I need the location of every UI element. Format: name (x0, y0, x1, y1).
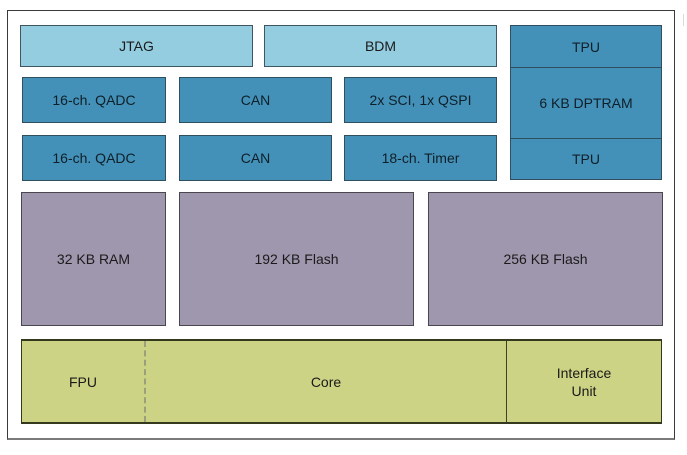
can-label-2: CAN (240, 150, 271, 166)
interface-label-line1: Interface (556, 364, 612, 381)
core-label: Core (310, 373, 342, 390)
interface-unit-block: Interface Unit (507, 341, 661, 422)
timer-label: 18-ch. Timer (381, 150, 460, 166)
can-label-1: CAN (240, 92, 271, 108)
qadc-block-1: 16-ch. QADC (22, 77, 166, 123)
dptram-block: 6 KB DPTRAM (511, 68, 661, 139)
can-block-2: CAN (179, 135, 332, 181)
flash-192-label: 192 KB Flash (254, 251, 339, 267)
fpu-block: FPU (22, 341, 144, 422)
jtag-block: JTAG (20, 25, 253, 67)
bdm-block: BDM (264, 25, 497, 67)
tpu-block-1: TPU (511, 26, 661, 68)
ram-block: 32 KB RAM (21, 192, 166, 326)
qadc-label-2: 16-ch. QADC (52, 150, 136, 166)
tpu-label-2: TPU (572, 151, 600, 167)
tpu-block-2: TPU (511, 139, 661, 179)
interface-divider (506, 341, 507, 422)
timer-block: 18-ch. Timer (344, 135, 497, 181)
qadc-block-2: 16-ch. QADC (22, 135, 166, 181)
edge-line (683, 14, 684, 26)
core-block: Core (146, 341, 506, 422)
sci-qspi-label: 2x SCI, 1x QSPI (369, 92, 472, 108)
qadc-label-1: 16-ch. QADC (52, 92, 136, 108)
flash-192-block: 192 KB Flash (179, 192, 414, 326)
jtag-label: JTAG (119, 38, 154, 54)
can-block-1: CAN (179, 77, 332, 123)
tpu-label-1: TPU (572, 38, 600, 55)
flash-256-label: 256 KB Flash (503, 251, 588, 267)
fpu-divider (144, 341, 146, 422)
interface-label-line2: Unit (571, 382, 597, 399)
dptram-label: 6 KB DPTRAM (539, 95, 633, 111)
tpu-column: TPU 6 KB DPTRAM TPU (510, 25, 662, 180)
bdm-label: BDM (364, 38, 397, 54)
fpu-label: FPU (69, 373, 97, 390)
sci-qspi-block: 2x SCI, 1x QSPI (344, 77, 497, 123)
ram-label: 32 KB RAM (56, 251, 131, 267)
flash-256-block: 256 KB Flash (428, 192, 663, 326)
core-strip: FPU Core Interface Unit (21, 339, 662, 424)
